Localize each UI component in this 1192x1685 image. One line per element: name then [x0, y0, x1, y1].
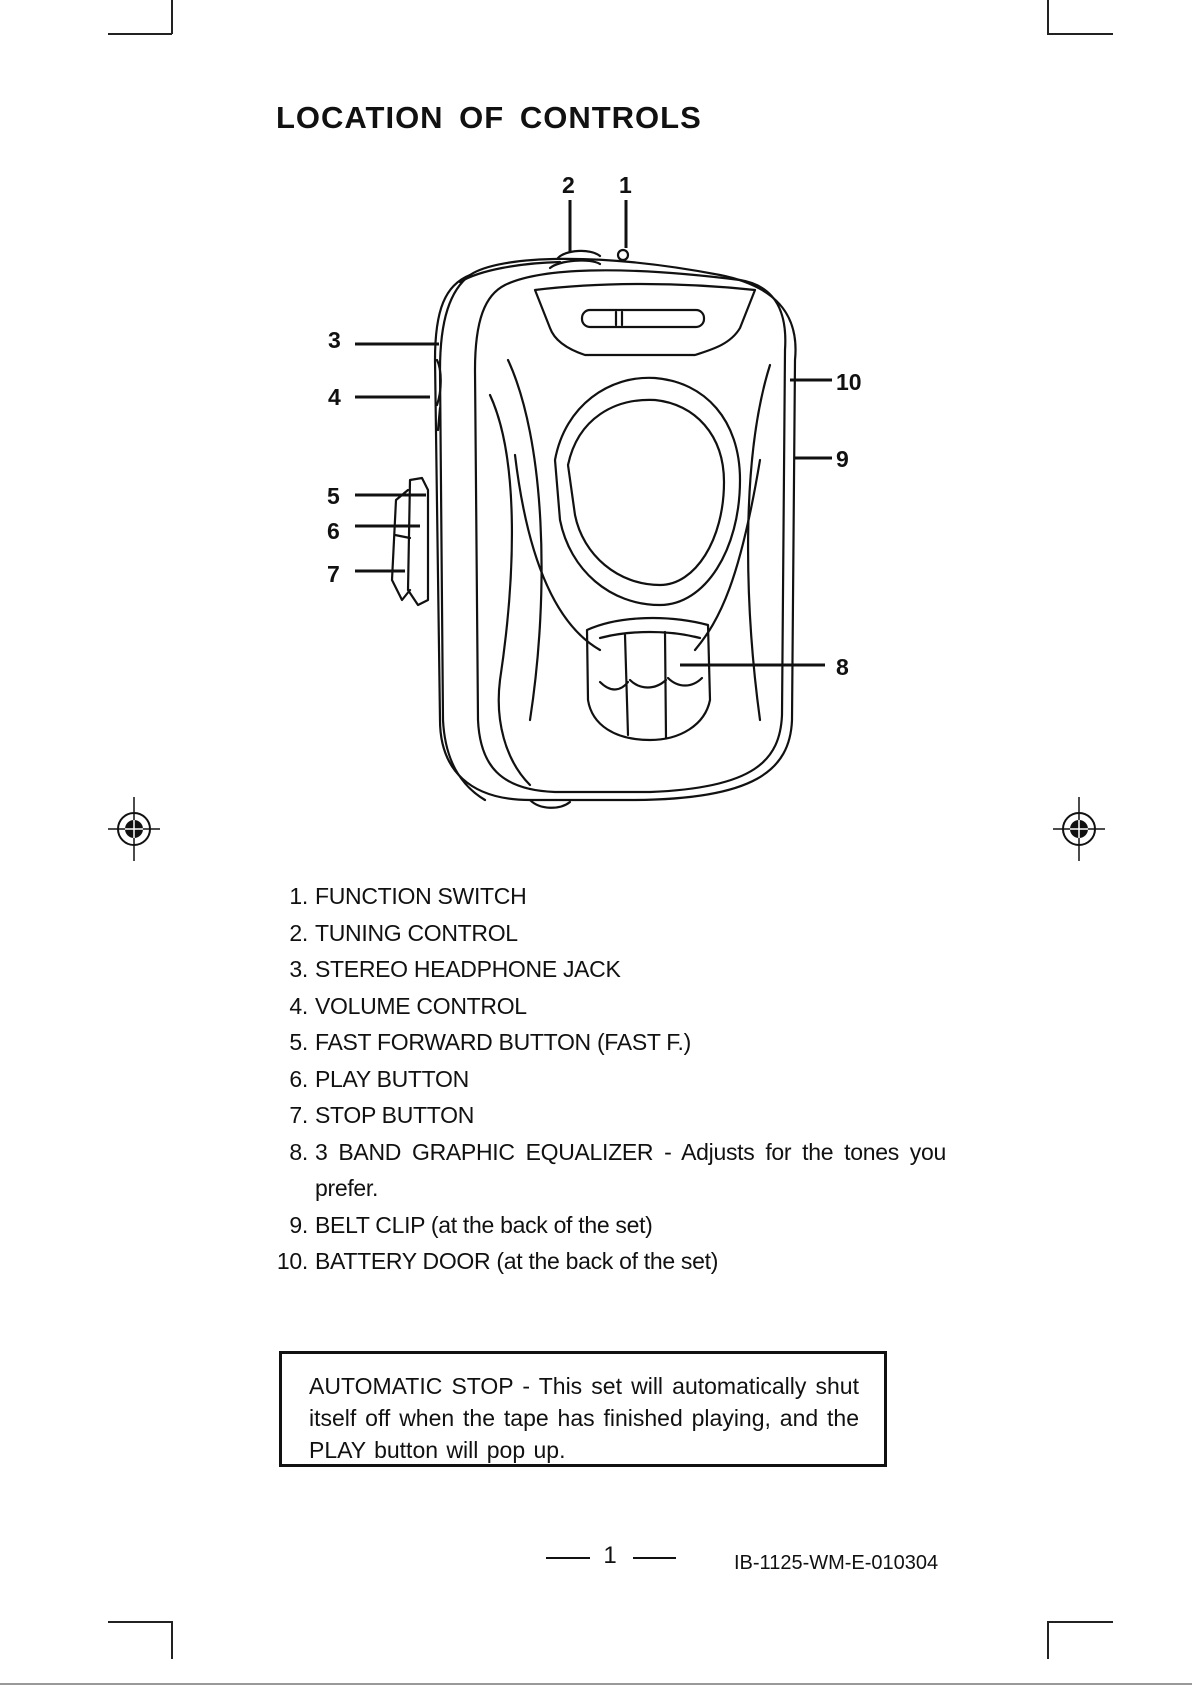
crop-mark-top-right-horizontal: [1047, 33, 1113, 35]
crop-mark-bottom-right-vertical: [1047, 1621, 1049, 1659]
tuning-display-window: [533, 282, 757, 357]
list-item-text: 3 BAND GRAPHIC EQUALIZER - Adjusts for t…: [315, 1138, 946, 1202]
callout-9: 9: [836, 446, 849, 472]
list-item-number: 7.: [289, 1102, 308, 1128]
cassette-player-illustration: [355, 200, 832, 809]
page-number-dash-right: [633, 1557, 676, 1559]
list-item-text: PLAY BUTTON: [315, 1065, 469, 1092]
registration-mark-left: [108, 797, 160, 861]
callout-4: 4: [328, 384, 341, 410]
function-switch: [616, 248, 630, 262]
document-id: IB-1125-WM-E-010304: [734, 1552, 939, 1574]
device-front-face: [473, 269, 787, 794]
list-item-text: BELT CLIP (at the back of the set): [315, 1211, 653, 1238]
automatic-stop-notice: AUTOMATIC STOP - This set will automatic…: [279, 1351, 887, 1467]
list-item: 1. FUNCTION SWITCH: [270, 878, 946, 915]
list-item-text: STOP BUTTON: [315, 1102, 475, 1128]
list-item-number: 5.: [289, 1029, 308, 1055]
callout-1: 1: [619, 172, 632, 198]
list-item-number: 6.: [289, 1065, 308, 1092]
list-item: 3. STEREO HEADPHONE JACK: [270, 951, 946, 988]
callout-5: 5: [327, 483, 340, 509]
page-number-footer: 1: [0, 1542, 1192, 1572]
crop-mark-top-left-horizontal: [108, 33, 172, 35]
list-item: 8. 3 BAND GRAPHIC EQUALIZER - Adjusts for…: [270, 1134, 946, 1207]
notice-text: AUTOMATIC STOP - This set will automatic…: [309, 1373, 859, 1463]
list-item-text: FAST FORWARD BUTTON (FAST F.): [315, 1029, 691, 1055]
list-item-text: STEREO HEADPHONE JACK: [315, 956, 621, 982]
list-item: 10. BATTERY DOOR (at the back of the set): [270, 1243, 946, 1280]
page-number: 1: [603, 1542, 617, 1569]
page-number-dash-left: [546, 1557, 590, 1559]
controls-list: 1. FUNCTION SWITCH 2. TUNING CONTROL 3. STE…: [270, 878, 946, 1280]
cassette-window-inner: [566, 398, 726, 587]
callout-10: 10: [836, 369, 862, 395]
list-item-number: 8.: [289, 1138, 308, 1165]
crop-mark-bottom-right-horizontal: [1047, 1621, 1113, 1623]
list-item: 9. BELT CLIP (at the back of the set): [270, 1207, 946, 1244]
page-title: LOCATION OF CONTROLS: [276, 100, 702, 135]
list-item: 5. FAST FORWARD BUTTON (FAST F.): [270, 1024, 946, 1061]
list-item: 2. TUNING CONTROL: [270, 915, 946, 952]
cassette-window-outer: [553, 376, 742, 607]
list-item-text: FUNCTION SWITCH: [315, 883, 527, 909]
trim-line-bottom: [0, 1683, 1192, 1685]
list-item-number: 4.: [289, 992, 308, 1019]
list-item-number: 9.: [289, 1211, 308, 1238]
callout-3: 3: [328, 327, 341, 353]
registration-mark-right: [1053, 797, 1105, 861]
tuning-knob: [556, 249, 602, 260]
list-item-number: 10.: [276, 1248, 308, 1274]
list-item: 4. VOLUME CONTROL: [270, 988, 946, 1025]
list-item-number: 3.: [289, 956, 308, 982]
crop-mark-top-left-vertical: [171, 0, 173, 34]
crop-mark-bottom-left-vertical: [171, 1621, 173, 1659]
callout-2: 2: [562, 172, 575, 198]
crop-mark-top-right-vertical: [1047, 0, 1049, 34]
list-item-text: BATTERY DOOR (at the back of the set): [315, 1248, 719, 1274]
device-outer-shell: [433, 257, 797, 802]
equalizer-panel: [585, 616, 712, 742]
list-item: 7. STOP BUTTON: [270, 1097, 946, 1134]
list-item-text: TUNING CONTROL: [315, 919, 518, 946]
crop-mark-bottom-left-horizontal: [108, 1621, 172, 1623]
list-item-text: VOLUME CONTROL: [315, 992, 527, 1019]
list-item: 6. PLAY BUTTON: [270, 1061, 946, 1098]
callout-7: 7: [327, 561, 340, 587]
callout-8: 8: [836, 654, 849, 680]
tuning-scale: [580, 308, 706, 329]
side-buttons: [406, 476, 430, 607]
callout-6: 6: [327, 518, 340, 544]
list-item-number: 1.: [289, 883, 308, 909]
list-item-number: 2.: [289, 919, 308, 946]
